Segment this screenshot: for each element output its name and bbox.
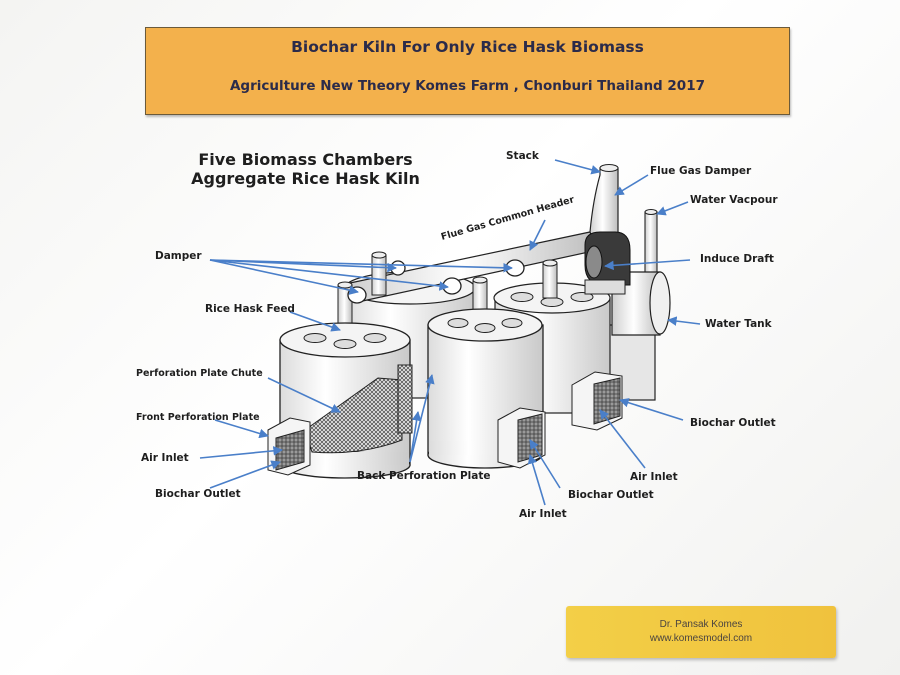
annotation-arrows (199, 159, 701, 506)
label-biochar-outlet-right: Biochar Outlet (690, 417, 776, 429)
label-front-perforation-plate: Front Perforation Plate (136, 412, 260, 423)
label-back-perforation-plate: Back Perforation Plate (357, 470, 490, 482)
label-water-tank: Water Tank (705, 318, 773, 330)
label-flue-gas-damper: Flue Gas Damper (650, 165, 752, 177)
credit-box: Dr. Pansak Komes www.komesmodel.com (566, 606, 836, 658)
label-biochar-outlet-left: Biochar Outlet (155, 488, 241, 500)
label-flue-gas-header: Flue Gas Common Header (440, 194, 576, 243)
credit-url: www.komesmodel.com (649, 633, 753, 644)
diagram-title-line2: Aggregate Rice Hask Kiln (191, 169, 420, 188)
diagram-title: Five Biomass Chambers Aggregate Rice Has… (168, 150, 443, 188)
induce-draft-fan (584, 231, 631, 295)
label-biochar-outlet-center: Biochar Outlet (568, 489, 654, 501)
credit-name: Dr. Pansak Komes (659, 619, 743, 630)
chamber-front-left (267, 322, 413, 479)
label-air-inlet-right: Air Inlet (630, 471, 678, 483)
label-damper: Damper (155, 250, 202, 262)
label-stack: Stack (506, 150, 540, 162)
header-banner: Biochar Kiln For Only Rice Hask Biomass … (145, 27, 790, 115)
label-air-inlet-center: Air Inlet (519, 508, 567, 520)
label-water-vapour: Water Vacpour (690, 194, 778, 206)
diagram-title-line1: Five Biomass Chambers (198, 150, 413, 169)
header-title: Biochar Kiln For Only Rice Hask Biomass (291, 38, 644, 56)
label-perforation-plate-chute: Perforation Plate Chute (136, 368, 263, 379)
label-induce-draft: Induce Draft (700, 253, 774, 265)
label-air-inlet-left: Air Inlet (141, 452, 189, 464)
header-subtitle: Agriculture New Theory Komes Farm , Chon… (229, 78, 705, 94)
label-rice-hask-feed: Rice Hask Feed (205, 303, 295, 315)
